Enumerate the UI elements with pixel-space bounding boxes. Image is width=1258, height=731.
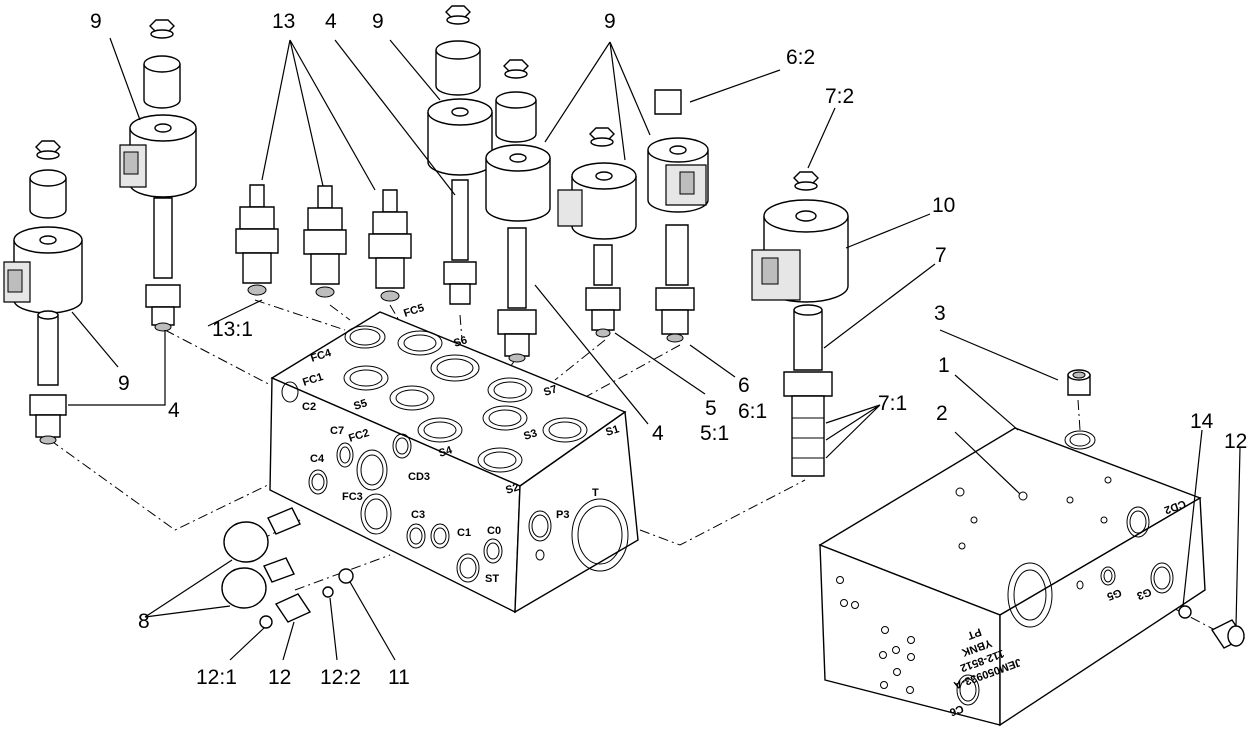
callout-label: 13	[272, 10, 295, 33]
port-label: FC3	[342, 491, 363, 503]
port-label: S5	[352, 397, 369, 413]
port-label: S3	[522, 427, 539, 443]
callout-label: 10	[932, 194, 955, 217]
callout-label: 9	[118, 372, 130, 395]
check-cartridge-8	[221, 507, 301, 609]
port-label: G3	[1135, 585, 1153, 601]
callout-label: 12	[268, 666, 291, 689]
callout-label: 9	[372, 10, 384, 33]
port-label: ST	[485, 573, 499, 585]
top-face-ports	[343, 325, 588, 473]
relief-cartridge	[368, 189, 412, 302]
port-label: CD3	[408, 471, 430, 483]
callout-label: 3	[934, 302, 946, 325]
solenoid-coil-center-right	[485, 59, 551, 363]
callout-label: 13:1	[212, 318, 253, 341]
callout-label: 11	[388, 666, 410, 689]
callout-label: 1	[938, 354, 950, 377]
port-label: T	[592, 487, 599, 499]
front-face-ports	[281, 381, 629, 583]
secondary-manifold-block: CD2 G5 G3 C6 JEM050933-A 112-8512 YBNK P…	[818, 427, 1206, 727]
callout-label: 9	[604, 10, 616, 33]
callout-label: 4	[325, 10, 337, 33]
callout-label: 4	[168, 399, 180, 422]
callout-label: 5:1	[700, 422, 729, 445]
callout-label: 6	[738, 374, 750, 397]
port-label: C4	[310, 453, 325, 465]
port-label: C0	[487, 525, 501, 537]
callout-label: 7:1	[878, 392, 907, 415]
leader-lines	[68, 37, 1241, 661]
port-label: C2	[302, 401, 316, 413]
port-label: S7	[542, 383, 559, 399]
port-label: S1	[604, 423, 621, 439]
solenoid-coil-center	[427, 5, 493, 305]
callout-label: 5	[705, 397, 717, 420]
fitting-12-left	[259, 568, 354, 629]
main-manifold-block: FC5 S6 FC4 FC1 S5 C2 S7 C7 FC2 S3 S1 C4 …	[269, 302, 639, 614]
port-label: S2	[504, 481, 521, 497]
callout-label: 7:2	[825, 85, 854, 108]
port-label: FC5	[402, 302, 425, 320]
callout-label: 12:1	[196, 666, 237, 689]
callout-label: 7	[935, 244, 947, 267]
large-solenoid-coil	[751, 171, 849, 303]
solenoid-coil-6	[647, 89, 709, 343]
port-label: S4	[437, 444, 454, 460]
callout-label: 12	[1224, 430, 1247, 453]
callout-label: 6:2	[786, 46, 815, 69]
callout-label: 12:2	[320, 666, 361, 689]
assembly-centerlines	[49, 299, 1216, 631]
svg-text:PT: PT	[965, 625, 983, 641]
callout-label: 9	[90, 10, 102, 33]
port-label: G5	[1105, 586, 1123, 602]
callout-label: 8	[138, 610, 150, 633]
solenoid-coil-left-upper	[119, 19, 197, 332]
port-label: C3	[411, 509, 425, 521]
port-label: C1	[457, 527, 471, 539]
port-label: C7	[330, 425, 344, 437]
solenoid-coil-left	[3, 140, 83, 314]
callout-label: 4	[652, 422, 664, 445]
plug-3	[1067, 369, 1091, 396]
fitting-12-right	[1178, 605, 1246, 649]
callout-label: 2	[936, 402, 948, 425]
valve-cartridge-7	[783, 304, 833, 477]
callout-labels: 9 13 4 9 9 6:2 7:2 10 7 9 13:1 9 4 4 5 5…	[90, 10, 1247, 689]
valve-cartridge-left	[29, 310, 67, 445]
port-label: P3	[556, 509, 569, 521]
relief-cartridge	[303, 185, 347, 298]
callout-label: 14	[1190, 410, 1214, 433]
relief-cartridge	[235, 184, 279, 296]
port-label: C6	[948, 702, 965, 718]
solenoid-coil-5	[557, 127, 637, 338]
port-label: S6	[452, 334, 469, 350]
callout-label: 6:1	[738, 400, 767, 423]
